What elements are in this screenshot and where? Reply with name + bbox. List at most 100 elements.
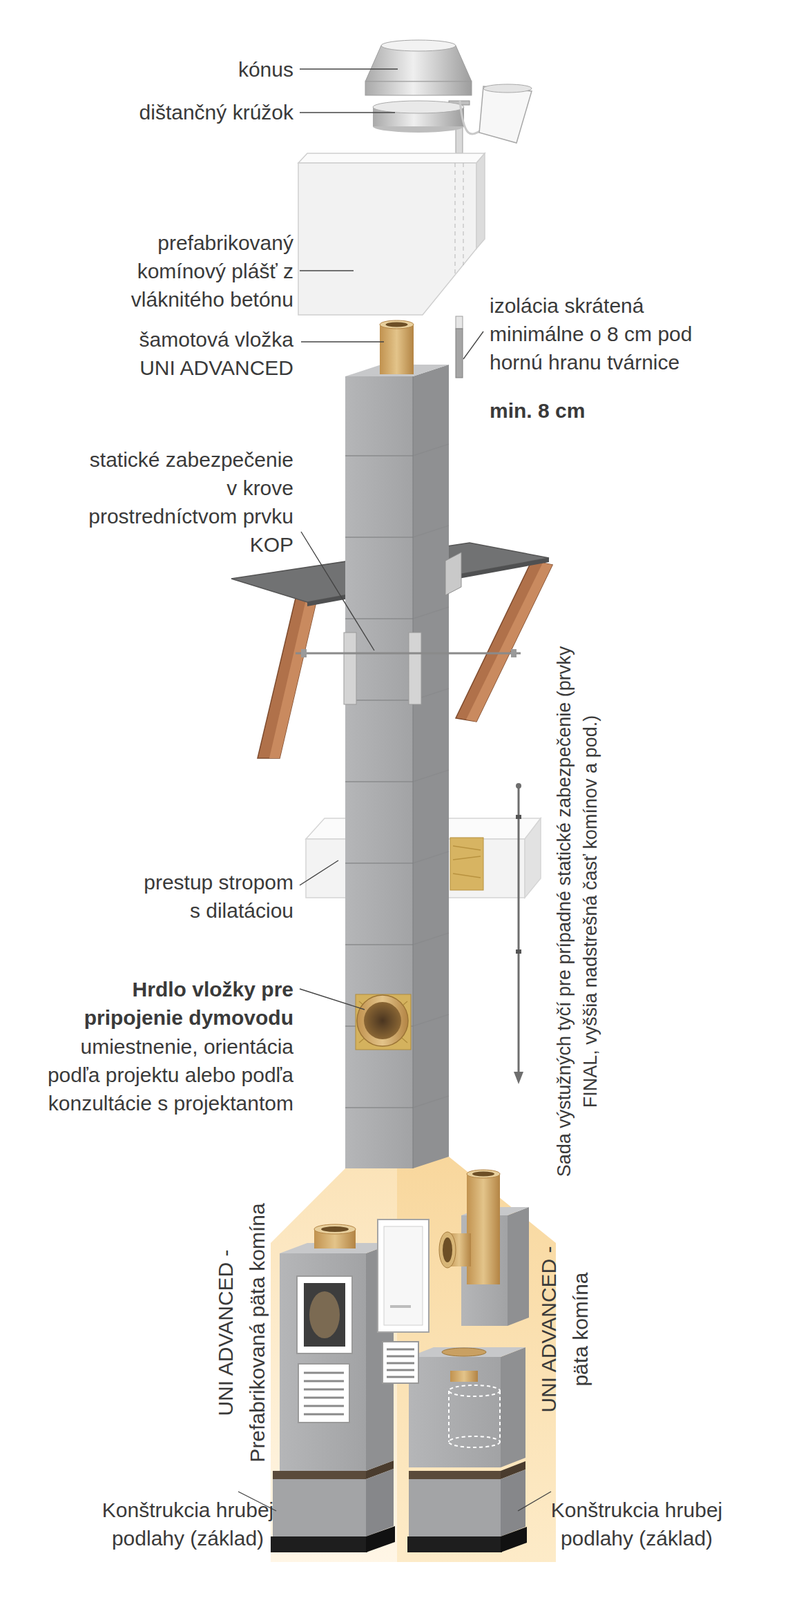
chimney-base-exploded [386,1376,415,1379]
chimney-base-exploded [448,1385,500,1448]
reinforcing-rod [513,1071,524,1085]
prefab-chimney-base [303,1396,344,1399]
chimney-base-exploded [408,1356,501,1468]
chimney-base-exploded [466,1173,500,1285]
prefab-chimney-base [270,1536,368,1553]
roof-bracket [301,649,307,658]
chimney-cone [365,40,472,96]
insulation-tube [455,316,463,329]
chimney-base-exploded [500,1347,526,1468]
prefab-chimney-base [303,1282,346,1347]
chimney-column [345,943,413,946]
chimney-base-exploded [386,1362,415,1365]
prefab-chimney-base [321,1226,349,1232]
prefab-chimney-base [303,1413,344,1416]
spacer-ring [372,100,465,133]
reinforcing-rod [515,949,522,954]
chimney-base-exploded [466,1169,500,1179]
insulation-tube [455,328,463,378]
prefab-chimney-base [272,1479,366,1537]
chimney-column [345,364,449,1169]
prefab-chimney-base [303,1405,344,1408]
prefab-chimney-base [314,1224,356,1234]
prefab-chimney-base [365,1468,394,1537]
prefab-chimney-base [303,1372,344,1415]
chimney-base-exploded [448,1390,450,1442]
flue-socket [363,1001,402,1040]
chimney-cap [298,162,477,315]
chimney-base-exploded [448,1385,500,1397]
base-glow [270,1156,556,1562]
roof-rafter [257,589,320,759]
chimney-liner-top [379,324,414,375]
reinforcing-rod [513,783,524,1085]
chimney-base-exploded [386,1349,415,1377]
chimney-column [412,525,449,538]
roof-bracket [510,649,517,658]
chimney-base-exploded [448,1436,500,1448]
chimney-base-exploded [408,1470,501,1480]
leader-line [238,69,552,1511]
part-label: kónus [86,55,294,84]
chimney-base-exploded [408,1347,526,1357]
leader-line [299,860,339,886]
base-glow [397,1156,556,1562]
chimney-cone [365,81,472,96]
part-label: UNI ADVANCED - päta komína [533,1229,597,1430]
leader-line [301,531,375,651]
chimney-base-exploded [377,1219,429,1333]
chimney-base-exploded [500,1526,527,1553]
chimney-base-exploded [383,1226,423,1326]
part-label: prestup stropom s dilatáciou [136,867,294,925]
pouring-jug [479,86,532,143]
part-label: prefabrikovaný komínový plášť z vláknité… [120,228,294,314]
spacer-ring [372,100,465,114]
note-label: Sada výstužných tyčí pre prípadné static… [551,645,604,1178]
part-label: statické zabezpečenie v krove prostrední… [86,445,294,559]
pouring-jug [459,100,482,134]
chimney-base-exploded [390,1305,411,1308]
prefab-chimney-base [272,1470,366,1480]
roof-bracket [408,632,422,705]
note-label: izolácia skrátená minimálne o 8 cm pod h… [489,291,728,377]
chimney-column [412,606,449,619]
flue-socket [356,995,409,1047]
roof-bracket [445,552,462,596]
chimney-base-exploded [386,1355,415,1358]
pouring-jug [483,84,532,93]
leader-line [299,269,354,271]
prefab-chimney-base [303,1372,344,1375]
chimney-liner-top [379,320,414,329]
reinforcing-rod [515,783,522,789]
chimney-column [345,376,413,1169]
chimney-column [345,862,413,864]
roof-bracket [295,552,521,705]
chimney-base-exploded [408,1479,501,1537]
part-label: Konštrukcia hrubej podlahy (základ) [84,1495,292,1553]
chimney-cap [463,162,465,266]
reinforcing-rod [517,785,520,1074]
part-label: Konštrukcia hrubej podlahy (základ) [533,1495,741,1553]
chimney-cap [298,153,485,315]
mineral-wool [450,837,484,891]
leader-line [299,111,395,113]
flue-socket [355,994,411,1050]
chimney-column [412,1095,449,1108]
chimney-column [345,780,413,783]
chimney-base-exploded [382,1341,419,1384]
prefab-chimney-base [303,1388,344,1391]
chimney-base-exploded [472,1171,495,1177]
chimney-cap [298,153,485,163]
chimney-base-exploded [386,1369,415,1372]
leader-line [463,331,484,360]
mineral-wool [450,837,484,891]
prefab-chimney-base [298,1363,350,1423]
prefab-chimney-base [365,1526,395,1553]
chimney-base-exploded [439,1231,456,1268]
chimney-base-exploded [499,1390,501,1442]
prefab-chimney-base [279,1253,366,1471]
ceiling-slab [524,818,541,898]
chimney-base-exploded [450,1370,478,1382]
